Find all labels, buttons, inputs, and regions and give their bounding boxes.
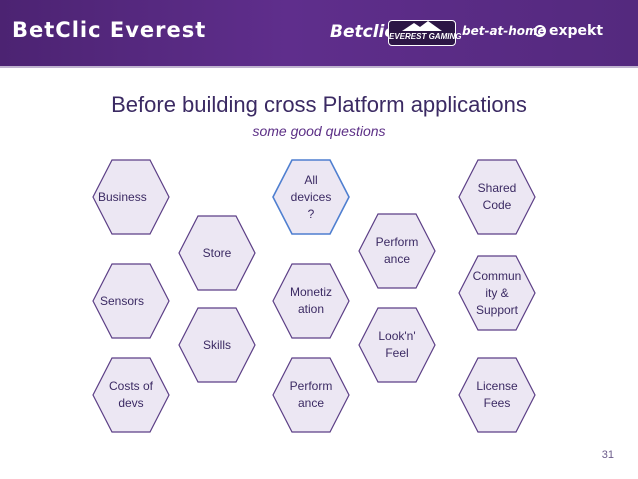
hex-sensors: Sensors xyxy=(92,262,170,340)
header-divider xyxy=(0,66,638,68)
bet-at-home-logo: bet-at-home xyxy=(462,24,546,38)
hex-label: Monetiz ation xyxy=(289,285,333,316)
everest-gaming-logo: EVEREST GAMING xyxy=(388,20,461,46)
expekt-mark-icon xyxy=(534,25,546,37)
hex-business: Business xyxy=(92,158,170,236)
hex-look-n-feel: Look'n' Feel xyxy=(358,306,436,384)
hex-all-devices: All devices ? xyxy=(272,158,350,236)
hex-label: Costs of devs xyxy=(108,379,153,410)
betclic-logo: Betclic xyxy=(330,22,395,42)
hex-performance-top: Perform ance xyxy=(358,212,436,290)
header-bar: BetClic Everest Betclic EVEREST GAMING b… xyxy=(0,0,638,66)
expekt-logo: expekt xyxy=(534,23,603,39)
hex-skills: Skills xyxy=(178,306,256,384)
hex-label: Business xyxy=(98,189,147,204)
hex-label: Skills xyxy=(202,337,231,352)
mountain-icon xyxy=(389,21,455,31)
hex-license-fees: License Fees xyxy=(458,356,536,434)
everest-logo-text: EVEREST GAMING xyxy=(389,32,462,41)
hex-costs-of-devs: Costs of devs xyxy=(92,356,170,434)
hex-performance-bottom: Perform ance xyxy=(272,356,350,434)
slide-subtitle: some good questions xyxy=(252,123,386,139)
hex-community-support: Commun ity & Support xyxy=(458,254,536,332)
page-number: 31 xyxy=(601,449,614,461)
hex-monetization: Monetiz ation xyxy=(272,262,350,340)
expekt-logo-text: expekt xyxy=(549,23,604,39)
hex-label: Shared Code xyxy=(477,181,517,212)
hex-label: Store xyxy=(202,245,232,260)
hex-label: Commun ity & Support xyxy=(472,268,522,317)
hex-label: Perform ance xyxy=(289,379,333,410)
brand-title: BetClic Everest xyxy=(12,18,207,42)
slide-title: Before building cross Platform applicati… xyxy=(111,92,527,117)
hex-shared-code: Shared Code xyxy=(458,158,536,236)
hex-label: License Fees xyxy=(476,379,518,410)
hex-store: Store xyxy=(178,214,256,292)
hex-label: All devices ? xyxy=(290,172,332,221)
hex-label: Sensors xyxy=(100,293,145,308)
hex-label: Look'n' Feel xyxy=(378,329,416,360)
hex-label: Perform ance xyxy=(375,235,419,266)
